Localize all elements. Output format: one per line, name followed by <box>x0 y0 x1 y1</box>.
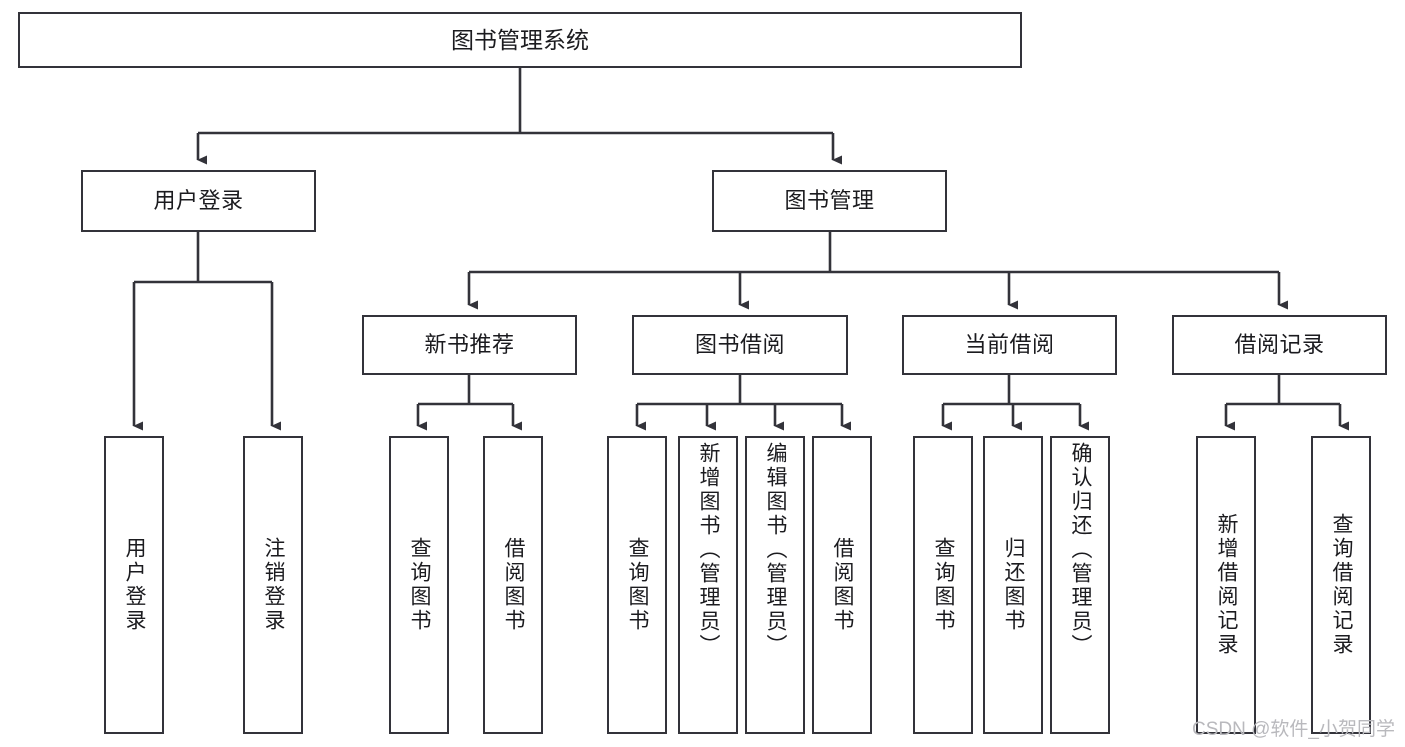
leaf-borrow-book-2[interactable]: 借阅图书 <box>812 436 872 734</box>
leaf-return-book-label: 归还图书 <box>1002 537 1026 633</box>
node-user-login[interactable]: 用户登录 <box>81 170 316 232</box>
node-new-book-recommend-label: 新书推荐 <box>424 332 515 357</box>
leaf-logout-login[interactable]: 注销登录 <box>243 436 303 734</box>
leaf-query-book-3[interactable]: 查询图书 <box>913 436 973 734</box>
leaf-user-login-label: 用户登录 <box>123 537 147 633</box>
node-book-manage[interactable]: 图书管理 <box>712 170 947 232</box>
node-borrow-record-label: 借阅记录 <box>1234 332 1325 357</box>
leaf-add-book-label: 新增图书（管理员） <box>697 442 721 658</box>
leaf-query-record[interactable]: 查询借阅记录 <box>1311 436 1371 734</box>
leaf-confirm-return-label: 确认归还（管理员） <box>1069 442 1093 658</box>
leaf-query-book-1[interactable]: 查询图书 <box>389 436 449 734</box>
node-current-borrow[interactable]: 当前借阅 <box>902 315 1117 375</box>
node-new-book-recommend[interactable]: 新书推荐 <box>362 315 577 375</box>
leaf-query-book-1-label: 查询图书 <box>408 537 432 633</box>
leaf-edit-book-label: 编辑图书（管理员） <box>764 442 788 658</box>
leaf-borrow-book-1-label: 借阅图书 <box>502 537 526 633</box>
node-book-borrow-label: 图书借阅 <box>694 332 785 357</box>
leaf-query-book-2[interactable]: 查询图书 <box>607 436 667 734</box>
leaf-edit-book[interactable]: 编辑图书（管理员） <box>745 436 805 734</box>
leaf-logout-login-label: 注销登录 <box>262 537 286 633</box>
leaf-borrow-book-1[interactable]: 借阅图书 <box>483 436 543 734</box>
node-root-label: 图书管理系统 <box>451 26 589 53</box>
node-current-borrow-label: 当前借阅 <box>964 332 1055 357</box>
leaf-add-record[interactable]: 新增借阅记录 <box>1196 436 1256 734</box>
leaf-return-book[interactable]: 归还图书 <box>983 436 1043 734</box>
leaf-confirm-return[interactable]: 确认归还（管理员） <box>1050 436 1110 734</box>
leaf-query-book-2-label: 查询图书 <box>626 537 650 633</box>
leaf-add-book[interactable]: 新增图书（管理员） <box>678 436 738 734</box>
node-book-borrow[interactable]: 图书借阅 <box>632 315 848 375</box>
leaf-borrow-book-2-label: 借阅图书 <box>831 537 855 633</box>
leaf-query-record-label: 查询借阅记录 <box>1330 513 1354 657</box>
node-root[interactable]: 图书管理系统 <box>18 12 1022 68</box>
node-user-login-label: 用户登录 <box>153 188 244 213</box>
leaf-add-record-label: 新增借阅记录 <box>1215 513 1239 657</box>
leaf-user-login[interactable]: 用户登录 <box>104 436 164 734</box>
node-borrow-record[interactable]: 借阅记录 <box>1172 315 1387 375</box>
leaf-query-book-3-label: 查询图书 <box>932 537 956 633</box>
node-book-manage-label: 图书管理 <box>784 188 875 213</box>
